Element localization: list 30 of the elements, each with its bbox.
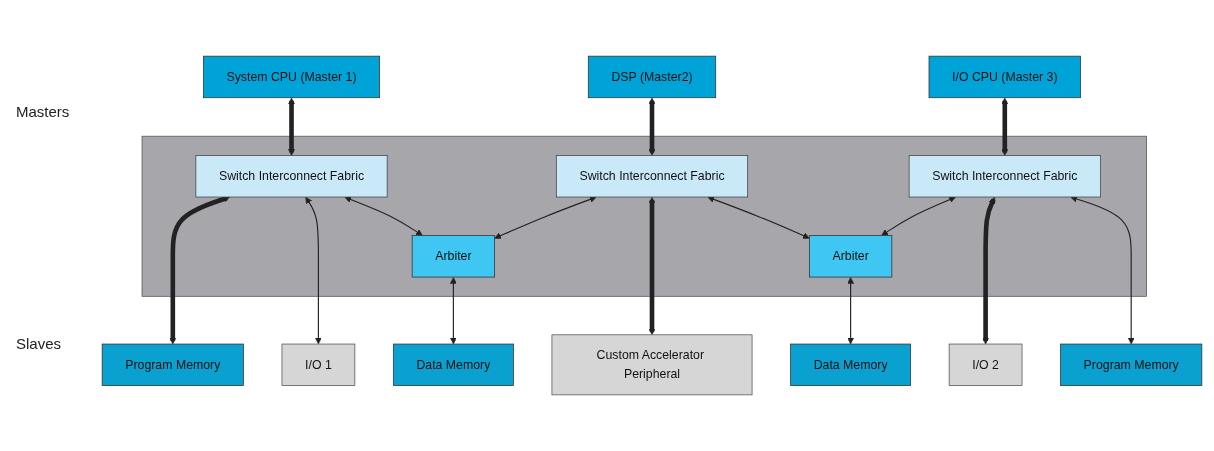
node-box: Custom Accelerator Peripheral	[551, 334, 753, 396]
node-box: Switch Interconnect Fabric	[195, 155, 388, 198]
node-box: Switch Interconnect Fabric	[908, 155, 1101, 198]
arrow	[288, 97, 295, 156]
node-box: Data Memory	[790, 343, 912, 386]
cluster	[141, 135, 1147, 297]
node-box: Arbiter	[411, 235, 495, 278]
node-box: Switch Interconnect Fabric	[555, 155, 749, 198]
arrow	[1001, 97, 1009, 156]
node-box: Arbiter	[809, 235, 893, 278]
row-label: Masters	[16, 102, 70, 120]
row-label: Slaves	[16, 335, 62, 353]
arrow	[450, 277, 457, 345]
node-box: System CPU (Master 1)	[203, 55, 380, 99]
node-box: Data Memory	[392, 343, 514, 386]
arrow	[982, 197, 996, 345]
arrow	[648, 97, 656, 156]
node-box: Program Memory	[1060, 343, 1203, 386]
arrow	[344, 196, 423, 236]
node-box: I/O 2	[948, 343, 1023, 386]
arrow	[881, 196, 956, 236]
arrow	[648, 197, 656, 336]
node-box: DSP (Master2)	[587, 55, 717, 99]
node-box: I/O CPU (Master 3)	[928, 55, 1081, 99]
arrow	[305, 196, 322, 345]
arrow	[494, 196, 597, 239]
arrow	[707, 196, 810, 239]
node-box: Program Memory	[101, 343, 244, 386]
arrow	[847, 277, 854, 345]
node-box: I/O 1	[281, 343, 356, 386]
